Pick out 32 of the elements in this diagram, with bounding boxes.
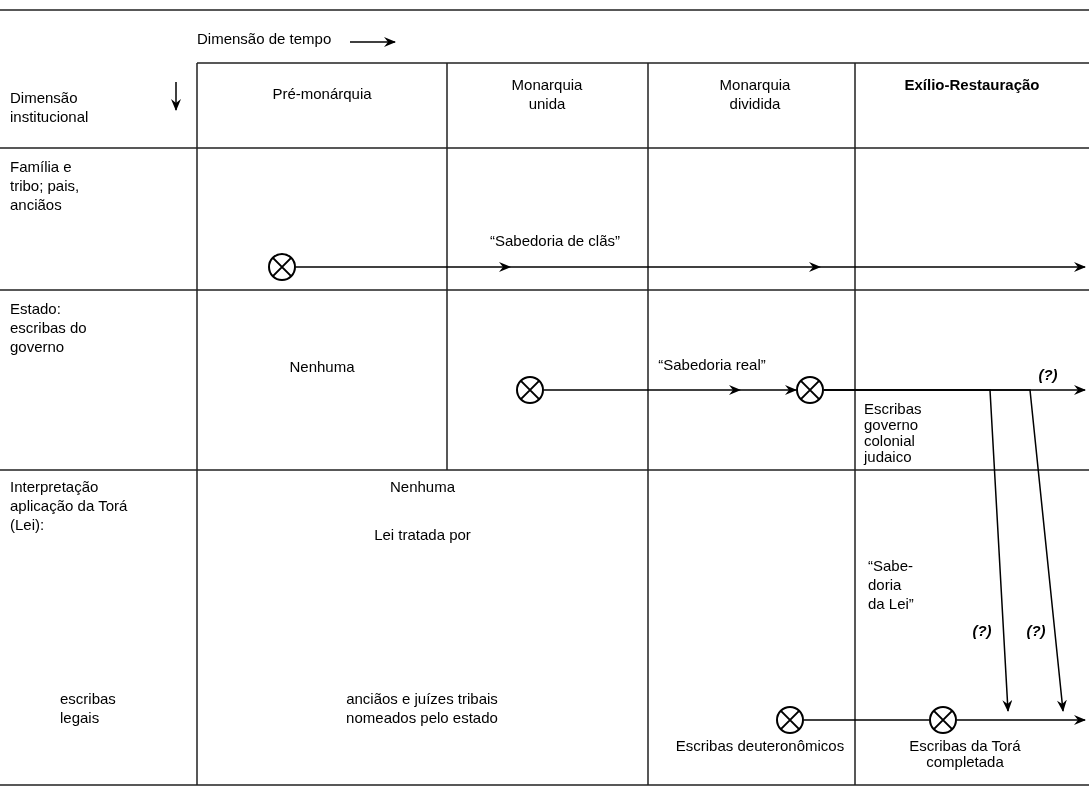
arrow (295, 262, 1086, 272)
arrow (823, 389, 1067, 712)
row-header: Estado: escribas do governo (10, 300, 88, 357)
row-header: Interpretação aplicação da Torá (Lei): (10, 478, 129, 535)
cell-text: Lei tratada por (373, 526, 472, 545)
circled-cross-marker (796, 376, 824, 404)
edge-label: (?) (1037, 366, 1059, 385)
circled-cross-marker (516, 376, 544, 404)
circled-cross-marker (268, 253, 296, 281)
column-header: Monarquia unida (510, 76, 584, 114)
axis-title: Dimensão institucional (10, 89, 90, 127)
edge-label: (?) (971, 622, 993, 641)
edge-label: “Sabedoria real” (657, 356, 767, 375)
node-caption: Escribas governo colonial judaico (864, 401, 923, 465)
cell-text: Nenhuma (388, 478, 456, 497)
cell-text: “Sabe- doria da Lei” (868, 557, 915, 614)
column-header: Monarquia dividida (718, 76, 792, 114)
column-header: Exílio-Restauração (903, 76, 1041, 95)
cell-text: Nenhuma (288, 358, 356, 377)
circled-cross-marker (776, 706, 804, 734)
edge-label: “Sabedoria de clãs” (488, 232, 622, 251)
row-header: Família e tribo; pais, anciãos (10, 158, 81, 215)
column-header: Pré-monárquia (271, 85, 373, 104)
edge-label: (?) (1025, 622, 1047, 641)
arrow (956, 715, 1086, 725)
node-caption: Escribas deuteronômicos (675, 738, 845, 754)
axis-title: Dimensão de tempo (197, 30, 333, 49)
row-header: escribas legais (60, 690, 117, 728)
circled-cross-marker (929, 706, 957, 734)
node-caption: Escribas da Torá completada (908, 738, 1022, 770)
arrow (543, 385, 797, 395)
cell-text: anciãos e juízes tribais nomeados pelo estado (345, 690, 499, 728)
